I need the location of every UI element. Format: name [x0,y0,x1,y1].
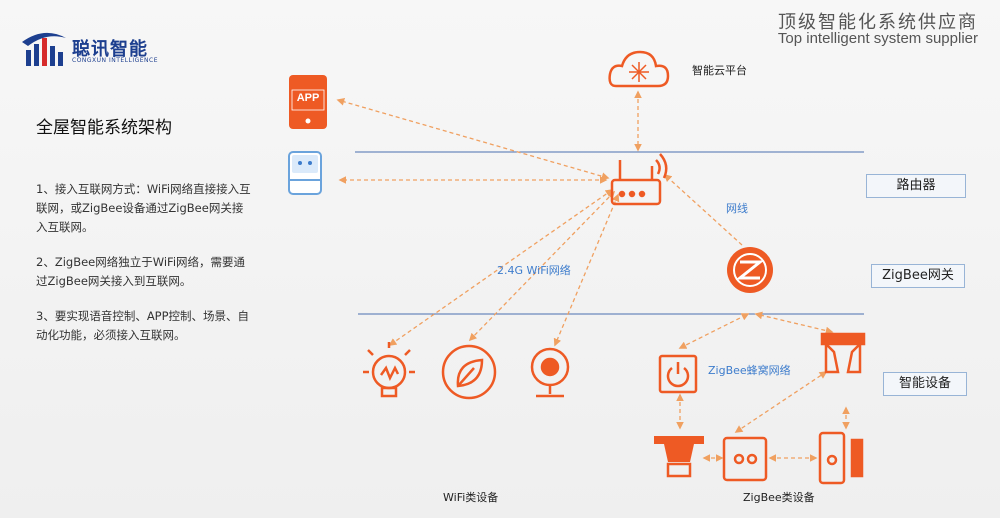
description-point-1: 1、接入互联网方式：WiFi网络直接接入互联网，或ZigBee设备通过ZigBe… [36,182,251,234]
power-switch-icon [658,354,698,394]
wired-label: 网线 [726,202,748,215]
logo-icon [22,32,66,66]
door-lock-icon [818,431,864,485]
layer-tag-smart-device: 智能设备 [883,372,967,396]
app-icon-text: APP [296,92,320,104]
logo-text: 聪讯智能 [72,39,148,60]
tagline-cn: 顶级智能化系统供应商 [778,12,978,33]
wifi-network-label: 2.4G WiFi网络 [497,264,571,277]
router-icon [610,153,668,206]
zigbee-network-label: ZigBee蜂窝网络 [708,364,791,377]
wifi-devices-label: WiFi类设备 [443,491,499,504]
camera-icon [530,347,570,398]
connection-arrows [336,90,850,462]
description-point-2: 2、ZigBee网络独立于WiFi网络，需要通过ZigBee网关接入到互联网。 [36,255,246,288]
layer-tag-zigbee-gateway: ZigBee网关 [871,264,965,288]
description-point-3: 3、要实现语音控制、APP控制、场景、自动化功能，必须接入互联网。 [36,309,250,342]
zigbee-devices-label: ZigBee类设备 [743,491,815,504]
logo-subtitle: CONGXUN INTELLIGENCE [72,57,159,64]
cloud-icon [608,50,670,88]
ceiling-light-icon [654,436,704,478]
smart-speaker-icon [288,151,322,195]
tagline-en: Top intelligent system supplier [777,30,978,47]
smart-plug-leaf-icon [441,344,497,400]
cloud-label: 智能云平台 [692,64,747,77]
curtain-motor-icon [820,332,866,374]
socket-icon [722,436,768,482]
smart-bulb-icon [363,342,415,398]
layer-tag-router: 路由器 [866,174,966,198]
zigbee-gateway-icon [727,247,773,293]
description-list: 1、接入互联网方式：WiFi网络直接接入互联网，或ZigBee设备通过ZigBe… [36,180,251,361]
page-title: 全屋智能系统架构 [36,118,172,138]
app-icon [289,75,327,129]
